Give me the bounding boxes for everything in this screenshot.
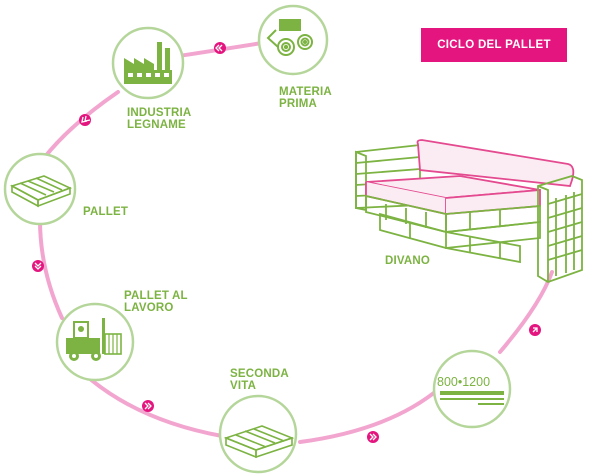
double-chevron-icon xyxy=(214,42,226,54)
label-seconda-vita: SECONDA VITA xyxy=(230,368,289,392)
log-rolls-icon xyxy=(266,19,313,56)
cycle-ring xyxy=(38,41,554,444)
label-line: PALLET AL xyxy=(124,290,188,302)
double-chevron-icon xyxy=(79,114,91,126)
label-line: VITA xyxy=(230,380,257,392)
label-line: MATERIA xyxy=(279,86,332,98)
double-chevron-icon xyxy=(142,400,154,412)
label-line: PRIMA xyxy=(279,98,318,110)
node-materia-prima xyxy=(257,4,329,76)
diagram-title: CICLO DEL PALLET xyxy=(421,28,567,62)
label-pallet-al-lavoro: PALLET AL LAVORO xyxy=(124,290,188,314)
double-chevron-icon xyxy=(367,431,379,443)
pallet-icon xyxy=(9,175,73,208)
pallet-icon xyxy=(223,425,295,459)
factory-icon xyxy=(124,42,172,84)
pallet-sofa-illustration xyxy=(355,139,583,283)
label-pallet: PALLET xyxy=(83,206,128,218)
label-line: PALLET xyxy=(83,206,129,218)
node-logo xyxy=(432,349,512,429)
label-line: LAVORO xyxy=(124,302,174,314)
label-line: SECONDA xyxy=(230,368,289,380)
arrow-badges xyxy=(32,42,541,443)
label-divano: DIVANO xyxy=(385,255,431,267)
label-industria-legname: INDUSTRIA LEGNAME xyxy=(127,107,191,131)
label-line: INDUSTRIA xyxy=(127,107,192,119)
forklift-icon xyxy=(66,318,122,361)
node-seconda-vita xyxy=(218,394,298,474)
brand-logo-text: 800•1200 xyxy=(437,375,491,389)
double-chevron-icon xyxy=(32,260,44,272)
label-line: LEGNAME xyxy=(127,119,186,131)
double-chevron-icon xyxy=(529,324,541,336)
brand-logo-icon xyxy=(440,391,504,405)
label-materia-prima: MATERIA PRIMA xyxy=(279,86,332,110)
node-pallet xyxy=(3,152,77,226)
